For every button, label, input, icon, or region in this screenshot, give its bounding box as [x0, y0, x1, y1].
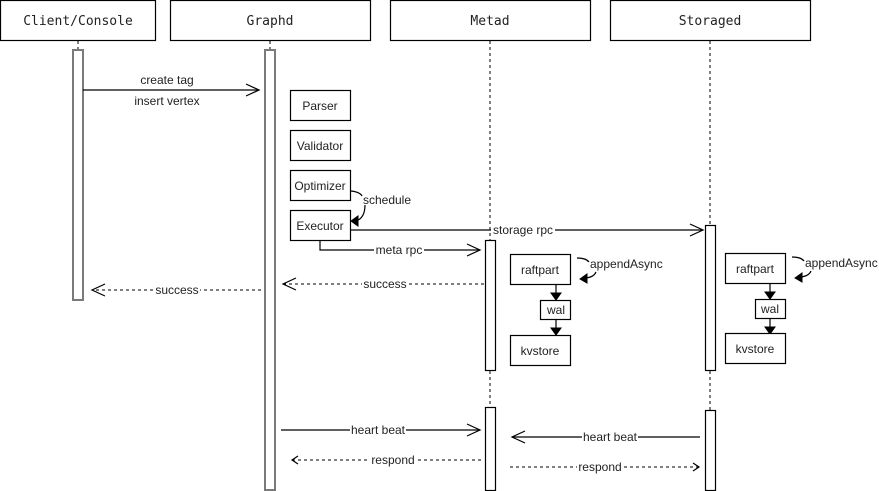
message-heartbeat-graphd[interactable]: heart beat: [281, 423, 482, 437]
metad-wal[interactable]: wal: [539, 299, 572, 321]
participant-graphd[interactable]: Graphd: [169, 0, 372, 42]
message-storage-rpc[interactable]: storage rpc: [351, 223, 705, 237]
storaged-storage-stack: raftpart appendAsync wal kvstore: [724, 252, 878, 365]
metad-append-async[interactable]: appendAsync: [576, 257, 663, 284]
arrow-down-icon: [550, 292, 562, 301]
message-label: respond: [578, 460, 621, 474]
message-label: respond: [371, 453, 414, 467]
message-respond-graphd[interactable]: respond: [290, 453, 481, 467]
message-schedule[interactable]: schedule: [350, 190, 411, 227]
metad-raftpart[interactable]: raftpart: [509, 253, 572, 286]
message-success-client[interactable]: success: [90, 283, 261, 297]
stage-label: Executor: [296, 219, 343, 233]
message-label: heart beat: [351, 423, 406, 437]
stage-label: Validator: [297, 139, 343, 153]
stage-optimizer[interactable]: Optimizer: [289, 169, 352, 202]
message-label: success: [155, 283, 198, 297]
activation-graphd: [264, 49, 276, 491]
participant-label: Client/Console: [23, 14, 133, 29]
message-success-meta[interactable]: success: [281, 277, 484, 291]
stage-validator[interactable]: Validator: [289, 129, 352, 162]
component-label: kvstore: [521, 344, 560, 358]
participant-label: Metad: [470, 14, 509, 29]
message-label: success: [363, 277, 406, 291]
activation-client: [72, 49, 84, 301]
storaged-wal[interactable]: wal: [754, 298, 787, 320]
component-label: raftpart: [736, 262, 775, 276]
activation-storaged-1: [704, 224, 717, 372]
message-label: create tag: [140, 73, 193, 87]
arrow-down-icon: [764, 326, 776, 335]
storaged-append-async[interactable]: appendAsync: [791, 256, 878, 283]
message-label: schedule: [363, 193, 411, 207]
stage-label: Optimizer: [294, 179, 345, 193]
stage-label: Parser: [302, 99, 337, 113]
participant-client[interactable]: Client/Console: [0, 0, 157, 42]
activation-metad-1: [484, 239, 497, 372]
component-label: raftpart: [521, 263, 560, 277]
message-respond-storaged[interactable]: respond: [510, 460, 701, 474]
arrow-down-icon: [764, 291, 776, 300]
component-label: wal: [760, 302, 779, 316]
activation-metad-2: [484, 406, 497, 491]
storaged-raftpart[interactable]: raftpart: [724, 252, 787, 285]
component-label: wal: [546, 303, 565, 317]
message-label: storage rpc: [493, 223, 553, 237]
message-heartbeat-storaged[interactable]: heart beat: [510, 430, 700, 444]
message-label: meta rpc: [376, 243, 423, 257]
metad-storage-stack: raftpart appendAsync wal kvstore: [509, 253, 663, 367]
participant-storaged[interactable]: Storaged: [609, 0, 812, 42]
participant-label: Storaged: [679, 14, 742, 29]
stage-executor[interactable]: Executor: [289, 209, 352, 242]
participant-label: Graphd: [247, 14, 294, 29]
participant-metad[interactable]: Metad: [389, 0, 592, 42]
message-label: heart beat: [583, 430, 638, 444]
activation-storaged-2: [704, 409, 717, 491]
metad-kvstore[interactable]: kvstore: [509, 334, 572, 367]
message-create-tag[interactable]: create tag insert vertex: [83, 73, 261, 108]
arrow-down-icon: [550, 327, 562, 336]
message-meta-rpc[interactable]: meta rpc: [319, 241, 482, 257]
message-label: insert vertex: [134, 94, 199, 108]
stage-parser[interactable]: Parser: [289, 89, 352, 122]
message-label: appendAsync: [590, 257, 663, 271]
message-label: appendAsync: [805, 256, 878, 270]
component-label: kvstore: [736, 342, 775, 356]
storaged-kvstore[interactable]: kvstore: [724, 332, 787, 365]
